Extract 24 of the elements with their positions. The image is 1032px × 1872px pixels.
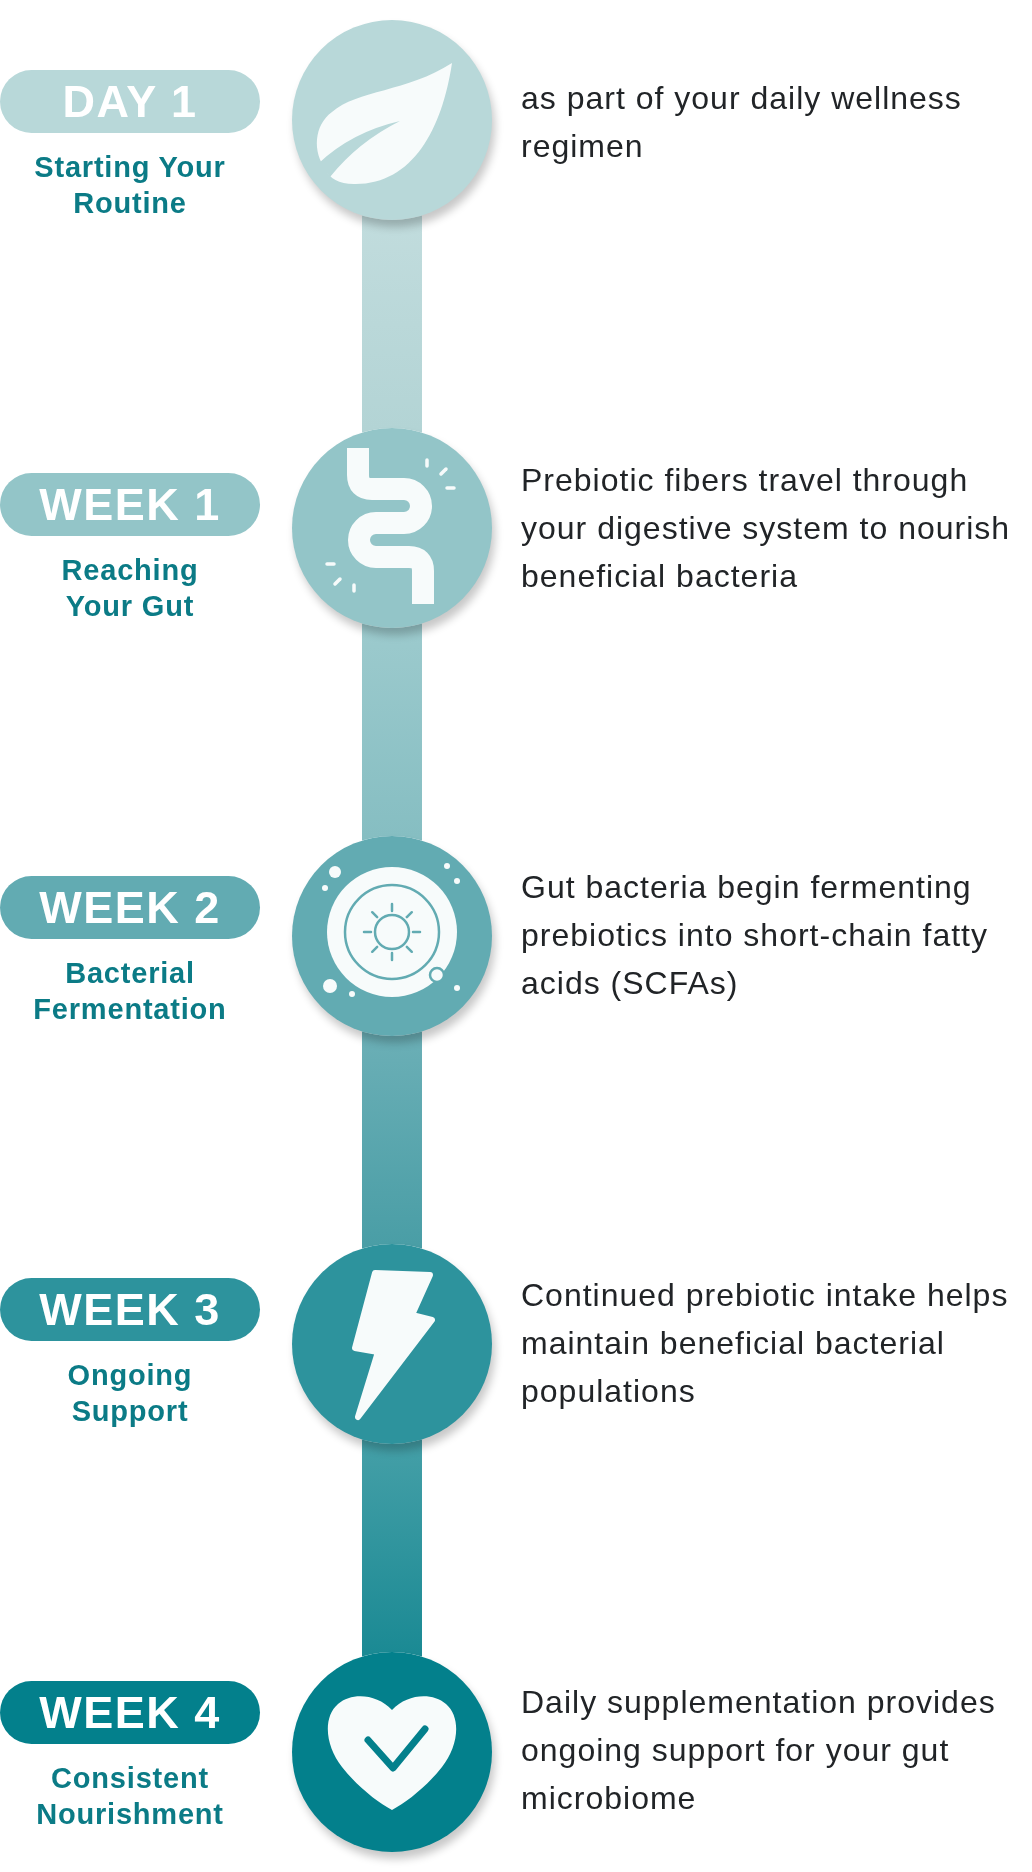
stage-label: WEEK 2 xyxy=(39,885,221,930)
stage-subtitle: Reaching Your Gut xyxy=(60,553,200,624)
stage-label: WEEK 4 xyxy=(39,1690,221,1735)
stage-label: WEEK 3 xyxy=(39,1287,221,1332)
stage-subtitle: Ongoing Support xyxy=(66,1358,194,1429)
stage-badge xyxy=(0,876,260,939)
timeline-bar xyxy=(362,215,422,433)
stage-description: as part of your daily wellness regimen xyxy=(521,79,963,166)
stage-description: Gut bacteria begin fermenting prebiotics into short-chain fatty acids (SCFAs) xyxy=(521,868,989,1003)
stage-subtitle: Consistent Nourishment xyxy=(35,1761,225,1832)
timeline-bar xyxy=(362,623,422,841)
stage-description: Prebiotic fibers travel through your digestive system to nourish beneficial bacteria xyxy=(521,461,1012,596)
timeline-bar xyxy=(362,1031,422,1249)
stage-subtitle: Starting Your Routine xyxy=(33,150,227,221)
stage-subtitle: Bacterial Fermentation xyxy=(32,956,228,1027)
stage-badge xyxy=(0,1278,260,1341)
stage-description: Daily supplementation provides ongoing support for your gut microbiome xyxy=(521,1683,997,1818)
stage-label: DAY 1 xyxy=(62,79,198,124)
stage-label: WEEK 1 xyxy=(39,482,221,527)
stage-badge xyxy=(0,70,260,133)
stage-badge xyxy=(0,1681,260,1744)
stage-description: Continued prebiotic intake helps maintain beneficial bacterial populations xyxy=(521,1276,1010,1411)
timeline-bar xyxy=(362,1439,422,1657)
stage-badge xyxy=(0,473,260,536)
